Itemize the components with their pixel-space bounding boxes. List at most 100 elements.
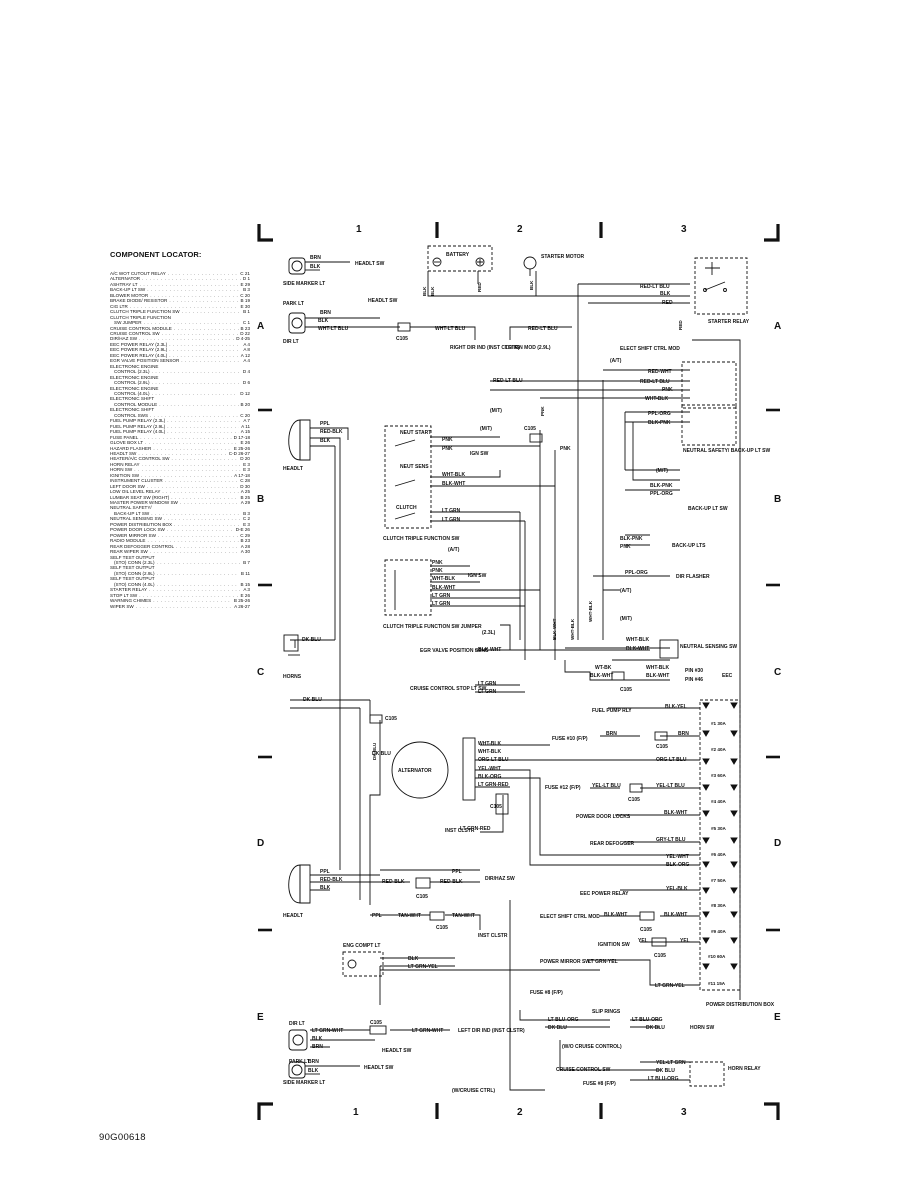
wire-label-lt-grn-6: LT GRN <box>478 689 497 695</box>
starter-motor-label: STARTER MOTOR <box>541 254 585 260</box>
wire-label-blk-6: BLK <box>408 956 419 962</box>
wire-label-brn-1: BRN <box>310 255 321 261</box>
wire-label-blk-yel-1: BLK-YEL <box>665 704 687 710</box>
eec-label: EEC <box>722 673 733 679</box>
row-ticks <box>258 408 780 932</box>
locator-item-name: CIG LTR <box>110 303 128 309</box>
row-label-d-right: D <box>774 838 781 849</box>
locator-item-name: (STO) CONN (2.9L) <box>114 570 155 576</box>
row-label-d: D <box>257 838 264 849</box>
locator-item: STARTER RELAY. . . . . . . . . . . . . .… <box>110 587 250 592</box>
grid-labels: 1 2 3 1 2 3 A B C D E A B C D E <box>257 224 781 1118</box>
locator-item: CLUTCH TRIPLE FUNCTION <box>110 315 250 320</box>
locator-leader-dots: . . . . . . . . . . . . . . . . . . . . … <box>151 369 241 375</box>
wire-label-wht-blk-6: WHT-BLK <box>478 741 501 747</box>
locator-leader-dots: . . . . . . . . . . . . . . . . . . . . … <box>142 276 241 282</box>
locator-item-ref: C 29 <box>240 532 250 538</box>
locator-item-ref: D 30 <box>240 483 250 489</box>
locator-item-ref: A 30 <box>240 549 250 555</box>
c105-connectors <box>369 322 668 1035</box>
locator-item-ref: A 26-27 <box>234 603 250 609</box>
locator-leader-dots: . . . . . . . . . . . . . . . . . . . . … <box>176 543 239 549</box>
neutral-sensing-sw-box <box>659 639 679 659</box>
locator-item-name: CONTROL MODULE <box>114 401 158 407</box>
locator-item-ref: B 25-26 <box>233 598 250 604</box>
locator-item-name: EGR VALVE POSITION SENSOR <box>110 358 180 364</box>
locator-item: CRUISE CONTROL SW. . . . . . . . . . . .… <box>110 331 250 336</box>
pin46-label: PIN #46 <box>685 677 703 683</box>
fuse-label-1: #1 30A <box>711 721 726 726</box>
locator-item: IGNITION SW. . . . . . . . . . . . . . .… <box>110 473 250 478</box>
locator-item: EEC POWER RELAY (2.9L). . . . . . . . . … <box>110 347 250 352</box>
locator-item-name: CONTROL SWS <box>114 412 149 418</box>
side-marker-lt-bottom-lamp <box>288 1061 306 1079</box>
side-marker-bottom-label: SIDE MARKER LT <box>283 1080 325 1086</box>
locator-item-ref: C 2 <box>242 516 250 522</box>
locator-item: ASHTRAY LT. . . . . . . . . . . . . . . … <box>110 282 250 287</box>
headlt-sw-label-1: HEADLT SW <box>355 261 385 267</box>
row-label-b: B <box>257 494 264 505</box>
locator-leader-dots: . . . . . . . . . . . . . . . . . . . . … <box>159 401 238 407</box>
locator-leader-dots: . . . . . . . . . . . . . . . . . . . . … <box>171 494 238 500</box>
wire-label-blk-wht-9: BLK-WHT <box>664 912 687 918</box>
fuse8-label: FUSE #8 (F/P) <box>530 990 563 996</box>
note-at-1: (A/T) <box>610 358 622 364</box>
locator-item-ref: A 7 <box>243 418 250 424</box>
wire-label-lt-blu-org-2: LT BLU-ORG <box>632 1017 663 1023</box>
horns-symbol <box>283 634 300 656</box>
locator-item: LEFT DOOR SW. . . . . . . . . . . . . . … <box>110 484 250 489</box>
locator-item-ref: C-D 26-27 <box>228 450 250 456</box>
locator-item-ref: A 12 <box>240 352 250 358</box>
note-at-2: (A/T) <box>448 547 460 553</box>
wire-label-lt-grn-yel-3: LT GRN-YEL <box>655 983 685 989</box>
locator-item: GLOVE BOX LT. . . . . . . . . . . . . . … <box>110 440 250 445</box>
wire-label-blk-wht-7: BLK-WHT <box>664 810 687 816</box>
c105-label-12: C105 <box>370 1020 382 1026</box>
locator-leader-dots: . . . . . . . . . . . . . . . . . . . . … <box>143 320 241 326</box>
locator-leader-dots: . . . . . . . . . . . . . . . . . . . . … <box>147 287 241 293</box>
locator-item: SW JUMPER. . . . . . . . . . . . . . . .… <box>110 320 250 325</box>
locator-item-ref: B 15 <box>240 581 250 587</box>
fuse-label-8: #8 30A <box>711 903 726 908</box>
locator-leader-dots: . . . . . . . . . . . . . . . . . . . . … <box>151 510 241 516</box>
eng-compt-lt-box <box>342 951 384 977</box>
locator-item-name: BACK-UP LT SW <box>114 510 150 516</box>
wire-label-lt-grn-red-2: LT GRN-RED <box>460 826 491 832</box>
wire-label-yel-lt-blu-2: YEL-LT BLU <box>656 783 685 789</box>
headlt-sw-label-2: HEADLT SW <box>368 298 398 304</box>
locator-item: RADIO MODULE. . . . . . . . . . . . . . … <box>110 538 250 543</box>
col-label-1-bottom: 1 <box>353 1107 359 1118</box>
wire-label-blk-pnk-2: BLK-PNK <box>650 483 673 489</box>
fuse-label-3: #3 60A <box>711 773 726 778</box>
locator-item-name: WIPER SW <box>110 603 134 609</box>
c105-label-7: C105 <box>490 804 502 810</box>
locator-item-name: EEC POWER RELAY (4.0L) <box>110 352 168 358</box>
locator-item-ref: E 3 <box>243 521 250 527</box>
c105-label-3: C105 <box>620 687 632 693</box>
locator-leader-dots: . . . . . . . . . . . . . . . . . . . . … <box>169 341 241 347</box>
locator-item: MASTER POWER WINDOW SW. . . . . . . . . … <box>110 500 250 505</box>
horn-relay-box <box>689 1061 725 1087</box>
locator-item-name: CRUISE CONTROL MODULE <box>110 325 172 331</box>
wire-label-ppl-org-1: PPL-ORG <box>648 411 671 417</box>
locator-item-ref: B 1 <box>243 309 250 315</box>
locator-item: (STO) CONN (2.9L). . . . . . . . . . . .… <box>110 571 250 576</box>
locator-item: CRUISE CONTROL MODULE. . . . . . . . . .… <box>110 326 250 331</box>
clutch-tf-switch-box <box>384 425 432 529</box>
locator-leader-dots: . . . . . . . . . . . . . . . . . . . . … <box>181 358 241 364</box>
wire-label-blk-pnk-3: BLK-PNK <box>620 536 643 542</box>
wire-label-yel-1: YEL <box>638 938 648 944</box>
wire-label-pnk-v: PNK <box>540 406 545 416</box>
wire-label-lt-grn-4: LT GRN <box>432 601 451 607</box>
ign-sw-a-label: IGN SW <box>470 451 489 457</box>
c105-label-8: C105 <box>416 894 428 900</box>
locator-item-name: HEATER/A/C CONTROL SW <box>110 456 170 462</box>
c105-label-1: C105 <box>396 336 408 342</box>
c105-label-2: C105 <box>524 426 536 432</box>
wire-label-red-lt-blu-2: RED-LT BLU <box>528 326 558 332</box>
locator-item-name: ASHTRAY LT <box>110 281 138 287</box>
wire-label-lt-grn-5: LT GRN <box>478 681 497 687</box>
fuse8b-label: FUSE #8 (F/P) <box>583 1081 616 1087</box>
locator-item: FUEL PUMP RELAY (4.0L). . . . . . . . . … <box>110 429 250 434</box>
wire-label-blk-wht-5: BLK-WHT <box>590 673 613 679</box>
